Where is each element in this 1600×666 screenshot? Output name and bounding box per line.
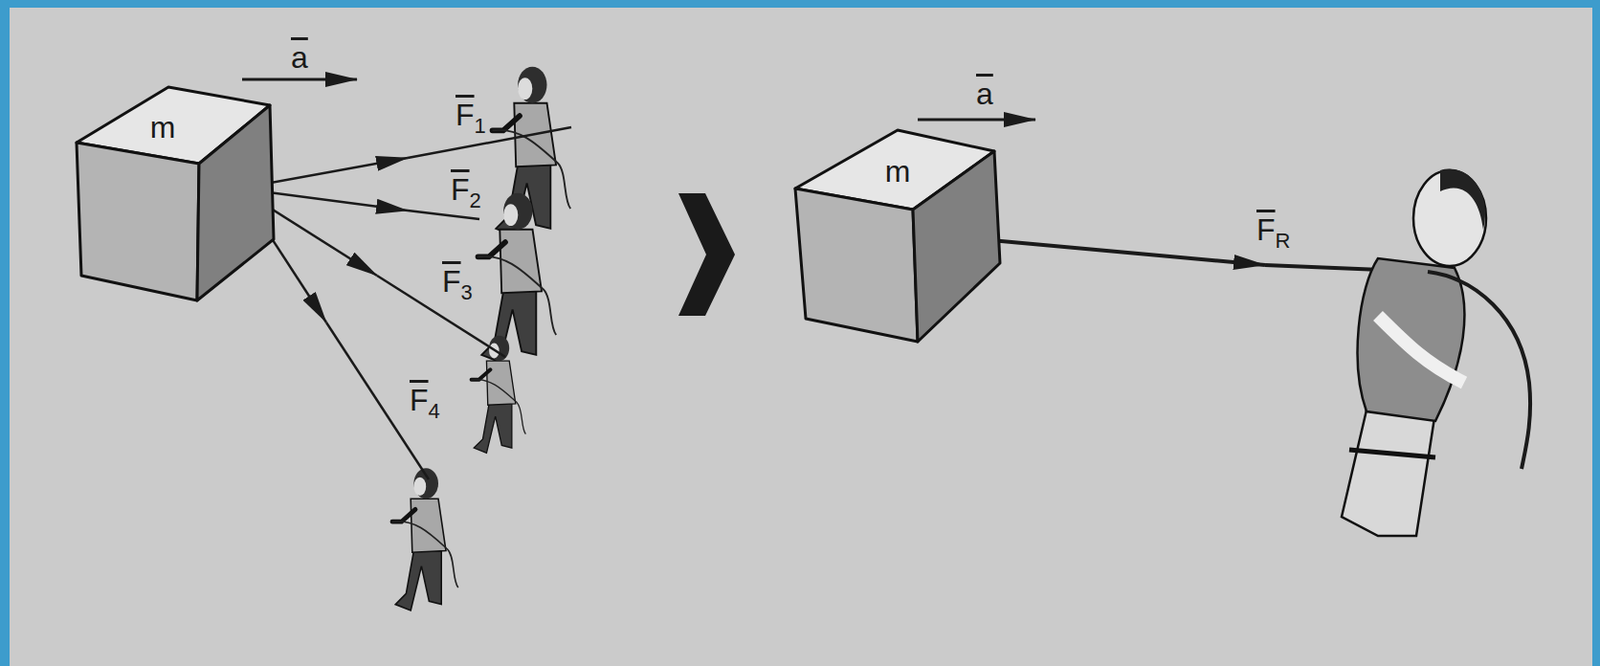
force-label: F1	[453, 97, 489, 134]
person-figure	[1341, 169, 1531, 536]
force-label: F2	[448, 172, 484, 208]
mass-cube: m	[72, 82, 279, 307]
transition-arrow	[678, 193, 735, 316]
resultant-arrow	[958, 237, 1428, 272]
mass-label: m	[885, 155, 912, 187]
person-figure	[392, 467, 459, 611]
force-label: F4	[407, 382, 443, 419]
mass-label: m	[150, 111, 177, 143]
force-label: FR	[1254, 212, 1292, 248]
person-figure	[478, 193, 557, 363]
acceleration-arrow	[917, 118, 1036, 122]
mass-cube: m	[790, 125, 1005, 348]
cube-outline	[72, 82, 279, 307]
acceleration-arrow	[242, 78, 357, 82]
force-label: F3	[440, 264, 475, 300]
force-arrows	[239, 127, 572, 480]
acceleration-label: a	[974, 76, 996, 112]
acceleration-label: a	[288, 40, 311, 76]
